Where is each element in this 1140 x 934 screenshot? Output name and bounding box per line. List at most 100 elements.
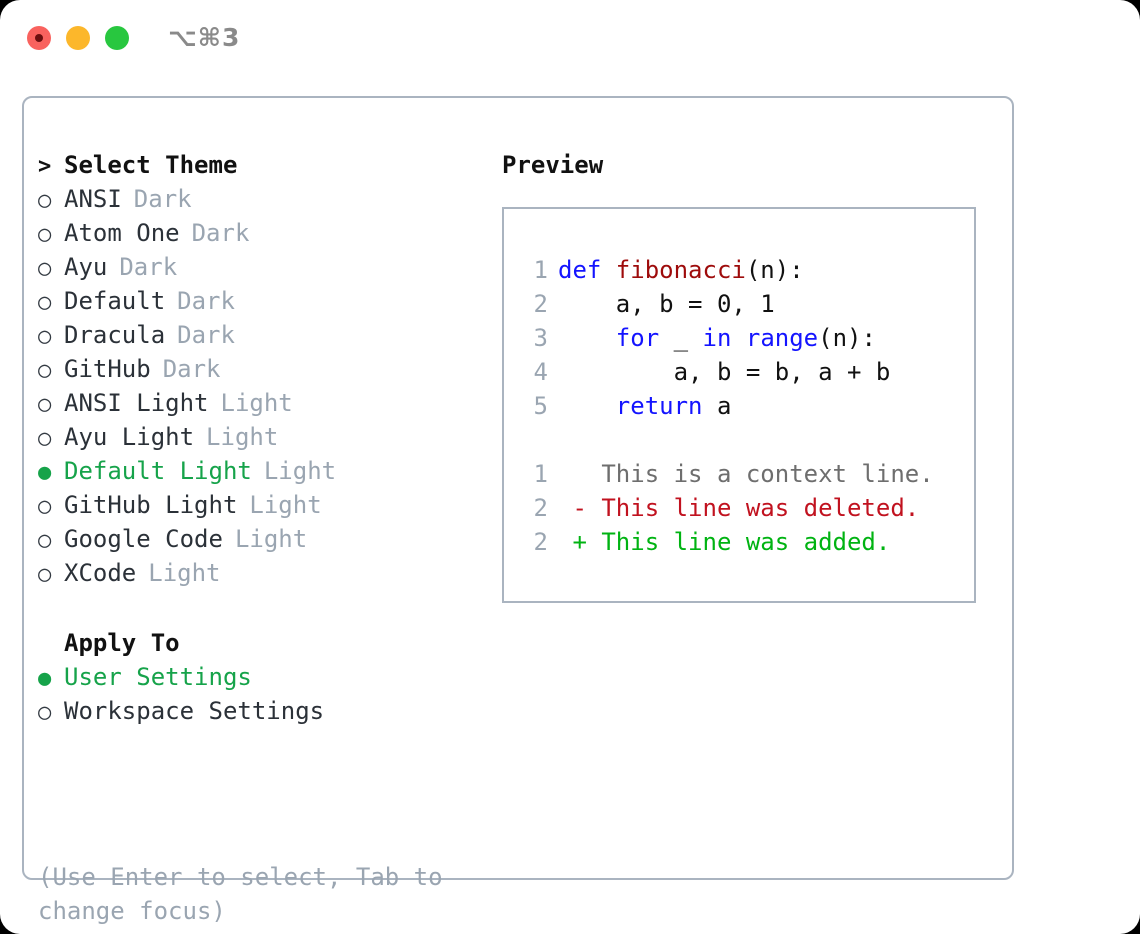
preview-title: Preview bbox=[502, 151, 604, 179]
apply-to-heading[interactable]: Apply To bbox=[38, 626, 498, 660]
item-label: GitHub Light bbox=[64, 491, 238, 519]
code-diff-separator bbox=[520, 423, 934, 457]
preview-code-content: 1 def fibonacci(n): 2 a, b = 0, 1 3 for _ i… bbox=[520, 253, 934, 559]
code-lines: 1 def fibonacci(n): 2 a, b = 0, 1 3 for _ i… bbox=[520, 253, 934, 423]
line-number: 2 bbox=[533, 528, 548, 556]
line-number: 5 bbox=[533, 392, 548, 420]
theme-variant-badge: Light bbox=[206, 423, 279, 451]
theme-variant-badge: Dark bbox=[162, 355, 221, 383]
code-text: def fibonacci(n): bbox=[558, 256, 804, 284]
theme-option-8[interactable]: ● Default Light Light bbox=[38, 454, 498, 488]
theme-option-7[interactable]: ○ Ayu Light Light bbox=[38, 420, 498, 454]
close-button[interactable] bbox=[27, 26, 51, 50]
code-token: _ bbox=[659, 324, 703, 352]
code-text: for _ in range(n): bbox=[558, 324, 876, 352]
window-titlebar: ⌥⌘3 bbox=[0, 0, 1140, 78]
section-spacer bbox=[38, 590, 498, 626]
theme-variant-badge: Light bbox=[148, 559, 221, 587]
radio-selected-icon: ● bbox=[38, 666, 52, 691]
radio-unselected-icon: ○ bbox=[38, 256, 52, 281]
code-text: return a bbox=[558, 392, 732, 420]
theme-option-6[interactable]: ○ ANSI Light Light bbox=[38, 386, 498, 420]
theme-option-2[interactable]: ○ Ayu Dark bbox=[38, 250, 498, 284]
theme-variant-badge: Light bbox=[234, 525, 308, 553]
diff-line: 2 + This line was added. bbox=[520, 525, 934, 559]
theme-variant-badge: Dark bbox=[191, 219, 250, 247]
maximize-button[interactable] bbox=[105, 26, 129, 50]
code-line: 1 def fibonacci(n): bbox=[520, 253, 934, 287]
radio-unselected-icon: ○ bbox=[38, 324, 52, 349]
diff-text: - This line was deleted. bbox=[558, 494, 920, 522]
radio-unselected-icon: ○ bbox=[38, 358, 52, 383]
code-token: return bbox=[615, 392, 703, 420]
theme-variant-badge: Dark bbox=[119, 253, 178, 281]
radio-unselected-icon: ○ bbox=[38, 528, 52, 553]
line-number: 1 bbox=[533, 460, 548, 488]
theme-variant-badge: Dark bbox=[177, 321, 235, 349]
item-label: Default Light bbox=[64, 457, 252, 485]
item-label: Select Theme bbox=[64, 151, 238, 179]
code-token: a bbox=[702, 392, 732, 420]
radio-unselected-icon: ○ bbox=[38, 700, 52, 725]
radio-unselected-icon: ○ bbox=[38, 290, 52, 315]
line-number: 2 bbox=[533, 494, 548, 522]
code-line: 5 return a bbox=[520, 389, 934, 423]
item-label: Apply To bbox=[64, 629, 180, 657]
line-number: 2 bbox=[533, 290, 548, 318]
radio-unselected-icon: ○ bbox=[38, 392, 52, 417]
theme-list-heading[interactable]: > Select Theme bbox=[38, 148, 498, 182]
diff-lines: 1 This is a context line.2 - This line w… bbox=[520, 457, 934, 559]
keyboard-hint: (Use Enter to select, Tab to change focu… bbox=[38, 863, 443, 925]
theme-option-9[interactable]: ○ GitHub Light Light bbox=[38, 488, 498, 522]
apply-to-list: Apply To ●User Settings○Workspace Setting… bbox=[38, 626, 498, 728]
code-token: a, b = b, a + b bbox=[558, 358, 891, 386]
line-number: 1 bbox=[533, 256, 548, 284]
prompt-caret-icon: > bbox=[38, 154, 52, 179]
theme-variant-badge: Dark bbox=[133, 185, 192, 213]
theme-option-10[interactable]: ○ Google Code Light bbox=[38, 522, 498, 556]
item-label: Atom One bbox=[64, 219, 180, 247]
diff-line: 2 - This line was deleted. bbox=[520, 491, 934, 525]
code-token: (n): bbox=[818, 324, 876, 352]
code-token: fibonacci bbox=[615, 256, 746, 284]
theme-variant-badge: Light bbox=[249, 491, 322, 519]
line-number: 3 bbox=[533, 324, 548, 352]
code-token: (n): bbox=[745, 256, 804, 284]
traffic-lights bbox=[27, 26, 129, 50]
preview-column: Preview 1 def fibonacci(n): 2 a, b = 0, 1 3… bbox=[502, 148, 1002, 603]
item-label: Google Code bbox=[64, 525, 223, 553]
item-label: Ayu bbox=[64, 253, 108, 281]
theme-option-4[interactable]: ○ Dracula Dark bbox=[38, 318, 498, 352]
minimize-button[interactable] bbox=[66, 26, 90, 50]
apply-to-option-1[interactable]: ○Workspace Settings bbox=[38, 694, 498, 728]
line-number: 4 bbox=[533, 358, 548, 386]
code-token: range bbox=[745, 324, 819, 352]
radio-unselected-icon: ○ bbox=[38, 494, 52, 519]
radio-unselected-icon: ○ bbox=[38, 188, 52, 213]
code-token: in bbox=[702, 324, 732, 352]
apply-to-option-0[interactable]: ●User Settings bbox=[38, 660, 498, 694]
diff-text: + This line was added. bbox=[558, 528, 891, 556]
radio-unselected-icon: ○ bbox=[38, 426, 52, 451]
code-text: a, b = 0, 1 bbox=[558, 290, 775, 318]
code-token bbox=[731, 324, 745, 352]
code-line: 2 a, b = 0, 1 bbox=[520, 287, 934, 321]
code-text: a, b = b, a + b bbox=[558, 358, 891, 386]
code-token bbox=[558, 324, 616, 352]
theme-variant-badge: Light bbox=[263, 457, 337, 485]
theme-variant-badge: Light bbox=[220, 389, 293, 417]
radio-selected-icon: ● bbox=[38, 460, 52, 485]
item-label: ANSI Light bbox=[64, 389, 209, 417]
item-label: Default bbox=[64, 287, 166, 315]
code-token bbox=[558, 392, 616, 420]
item-label: Dracula bbox=[64, 321, 166, 349]
item-label: Ayu Light bbox=[64, 423, 195, 451]
